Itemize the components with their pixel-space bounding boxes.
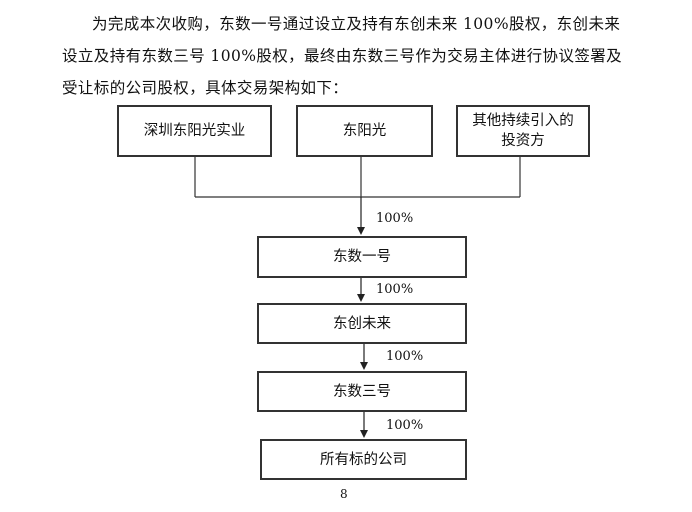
entity-label: 东创未来 bbox=[333, 315, 391, 332]
shareholder-label-line-2: 投资方 bbox=[501, 133, 545, 149]
shareholder-box-other-investors: 其他持续引入的 投资方 bbox=[456, 105, 590, 157]
entity-box-target-companies: 所有标的公司 bbox=[260, 439, 467, 480]
shareholder-label-line-1: 其他持续引入的 bbox=[472, 113, 574, 129]
paragraph-line-3: 受让标的公司股权，具体交易架构如下： bbox=[62, 79, 349, 97]
entity-label: 东数一号 bbox=[333, 249, 391, 265]
shareholder-label: 深圳东阳光实业 bbox=[143, 123, 246, 139]
ownership-percent-label: 100% bbox=[376, 282, 414, 297]
entity-box-dongshu-3: 东数三号 bbox=[257, 371, 467, 412]
shareholder-label: 东阳光 bbox=[342, 123, 387, 139]
ownership-percent-label: 100% bbox=[376, 211, 414, 226]
shareholder-box-shenzhen-dongyangguang: 深圳东阳光实业 bbox=[117, 105, 272, 157]
paragraph-line-2: 设立及持有东数三号 100%股权，最终由东数三号作为交易主体进行协议签署及 bbox=[62, 47, 623, 65]
ownership-percent-label: 100% bbox=[386, 418, 424, 433]
entity-label: 所有标的公司 bbox=[320, 451, 407, 468]
paragraph-line-1: 为完成本次收购，东数一号通过设立及持有东创未来 100%股权，东创未来 bbox=[92, 15, 621, 33]
ownership-percent-label: 100% bbox=[386, 349, 424, 364]
page-number: 8 bbox=[340, 487, 348, 501]
entity-label: 东数三号 bbox=[333, 383, 391, 400]
entity-box-dongchuang-future: 东创未来 bbox=[257, 303, 467, 344]
entity-box-dongshu-1: 东数一号 bbox=[257, 236, 467, 278]
shareholder-box-dongyangguang: 东阳光 bbox=[296, 105, 433, 157]
